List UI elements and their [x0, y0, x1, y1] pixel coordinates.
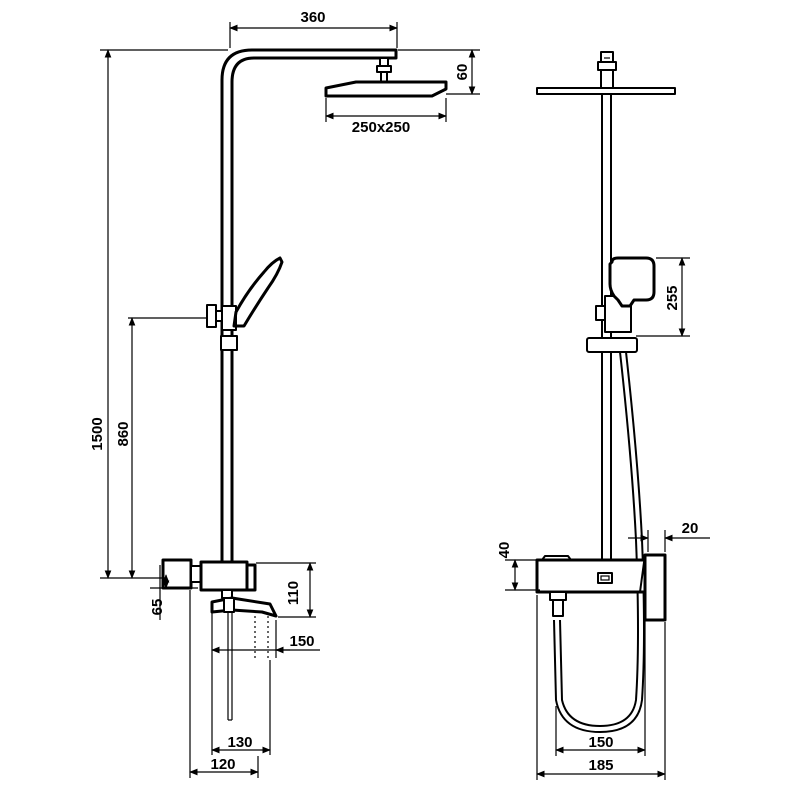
- label-head-height: 60: [454, 64, 471, 81]
- label-wall-offset: 20: [682, 520, 699, 537]
- hand-shower-holder: [206, 304, 238, 351]
- front-view: 360 60 250x250 1500 860: [89, 9, 480, 778]
- hand-shower: [232, 256, 284, 328]
- dimension-mixer-offset: 65: [149, 565, 198, 620]
- label-wall-distance: 120: [210, 756, 235, 773]
- dimension-wall-distance: 120: [189, 590, 259, 778]
- shower-head-connector: [376, 57, 392, 83]
- label-total-depth: 185: [588, 757, 613, 774]
- side-hose: [559, 351, 639, 727]
- label-arm-length: 360: [300, 9, 325, 26]
- side-head-connector: [597, 51, 617, 89]
- label-total-height: 1500: [89, 417, 106, 450]
- dimension-arm-length: 360: [229, 9, 398, 48]
- dimension-hose-span: 150: [555, 620, 646, 756]
- label-head-size: 250x250: [352, 119, 410, 136]
- dimension-mixer-height: 110: [256, 562, 316, 618]
- riser-pipe: [220, 48, 398, 567]
- dimension-holder-height: 860: [115, 317, 207, 579]
- label-spout-depth: 130: [227, 734, 252, 751]
- label-holder-height: 860: [115, 421, 132, 446]
- label-spout-length: 150: [289, 633, 314, 650]
- label-mixer-thickness: 40: [496, 542, 513, 559]
- side-view: 255 20 40 150 185: [496, 51, 710, 780]
- side-mixer-body: [535, 553, 667, 622]
- side-holder-slide: [586, 295, 638, 353]
- label-hose-span: 150: [588, 734, 613, 751]
- label-hand-shower-length: 255: [664, 285, 681, 310]
- side-hand-shower: [608, 256, 656, 308]
- dimension-hand-shower-length: 255: [636, 257, 690, 337]
- dimension-mixer-thickness: 40: [496, 542, 540, 591]
- dimension-total-depth: 185: [536, 595, 666, 780]
- dimension-head-size: 250x250: [325, 98, 447, 136]
- dimension-head-height: 60: [398, 49, 480, 95]
- label-mixer-height: 110: [285, 581, 302, 605]
- dimension-total-height: 1500: [89, 49, 228, 579]
- label-mixer-offset: 65: [149, 599, 166, 616]
- dimension-spout-depth: 130: [211, 658, 271, 755]
- mixer-body: [161, 558, 257, 599]
- dimension-wall-offset: 20: [628, 520, 710, 552]
- bath-spout: [210, 596, 278, 721]
- rain-shower-head: [324, 80, 448, 98]
- dimension-spout-length: 150: [211, 612, 320, 658]
